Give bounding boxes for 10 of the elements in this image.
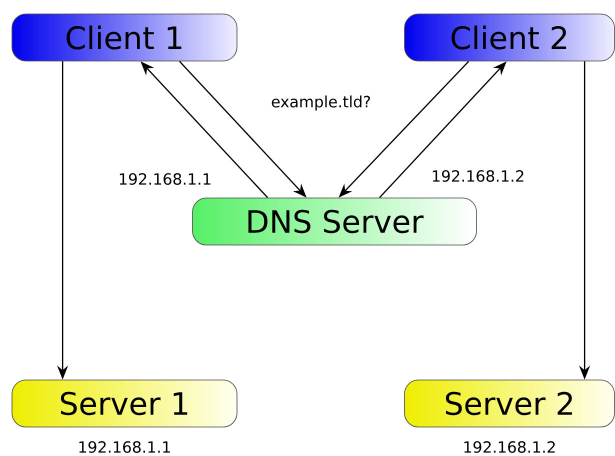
edge-label: 192.168.1.2 [430, 169, 526, 183]
address-label: 192.168.1.2 [464, 441, 555, 453]
server-box: Server 2 [404, 380, 615, 428]
client-box: Client 2 [404, 14, 615, 62]
address-label: 192.168.1.1 [79, 441, 170, 453]
client-box: Client 1 [12, 14, 238, 62]
query-label: example.tld? [272, 96, 370, 110]
server-box: Server 1 [12, 380, 238, 428]
server-box: DNS Server [192, 198, 477, 246]
edge-label: 192.168.1.1 [117, 172, 213, 186]
